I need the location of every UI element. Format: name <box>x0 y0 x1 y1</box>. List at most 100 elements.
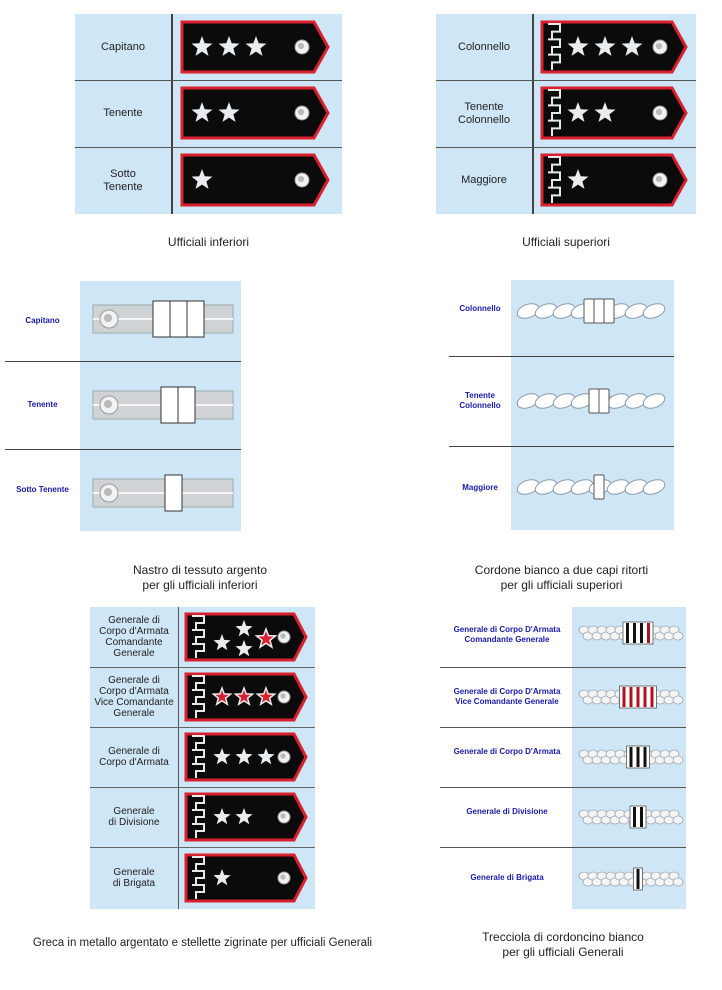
rank-row: Generale di Corpo D'Armata Comandante Ge… <box>440 607 686 668</box>
star-icon <box>621 36 643 56</box>
greca-icon <box>192 856 205 899</box>
star-icon <box>213 808 231 825</box>
greca-segment <box>548 23 561 40</box>
rank-label: Capitano <box>100 40 146 53</box>
button-emblem <box>280 874 286 880</box>
button-emblem <box>103 313 113 323</box>
rank-row: Tenente Colonnello <box>436 80 696 148</box>
rank-label: Colonnello <box>458 40 510 53</box>
rank-label: Generale di Corpo D'Armata <box>453 747 561 756</box>
rank-row: Tenente <box>75 80 342 148</box>
epaulette-vice-comandante <box>184 672 308 722</box>
star-icon <box>218 36 240 56</box>
star-icon <box>191 102 213 122</box>
braid-band <box>650 687 654 707</box>
braid-comandante-generale <box>578 621 684 645</box>
star-icon <box>213 748 231 765</box>
greca-segment <box>192 735 205 750</box>
braid-band <box>629 747 633 767</box>
braid-band <box>647 623 650 643</box>
braid-cord <box>578 871 684 887</box>
braid-band <box>636 869 640 889</box>
star-icon <box>245 36 267 56</box>
rank-row: Colonnello <box>436 14 696 81</box>
ribbon-band <box>186 300 205 338</box>
greca-segment <box>192 795 205 810</box>
braid-band <box>636 747 640 767</box>
braid-corpo-armata <box>578 745 684 769</box>
panel-cordone: Colonnello Tenente Colonnello Maggiore <box>449 280 674 530</box>
epaulette-board <box>540 153 688 207</box>
rank-label: Tenente <box>103 107 143 119</box>
rank-row: Capitano <box>5 281 241 362</box>
star-icon <box>191 169 213 189</box>
greca-segment <box>192 675 205 690</box>
cord-twist <box>642 303 666 319</box>
braid-band <box>629 687 633 707</box>
rank-label: Generale di Brigata <box>470 873 544 882</box>
rank-label: Generale di Corpo d'Armata Comandante Ge… <box>99 615 169 659</box>
cord-twist <box>642 393 666 409</box>
cord-maggiore <box>516 474 666 500</box>
greca-segment <box>548 156 561 173</box>
braid-brigata <box>578 867 684 891</box>
rank-label: Maggiore <box>461 174 507 186</box>
rank-row: Generale di Corpo d'Armata <box>90 727 315 788</box>
button-emblem <box>280 753 286 759</box>
panel-generali: Generale di Corpo d'Armata Comandante Ge… <box>90 607 315 909</box>
button-emblem <box>280 633 286 639</box>
braid-vice-comandante <box>578 685 684 709</box>
epaulette-corpo-armata <box>184 732 308 782</box>
ribbon-tenente <box>92 386 234 424</box>
rank-row: Colonnello <box>449 280 674 357</box>
button-emblem <box>655 175 663 183</box>
star-icon <box>213 869 231 886</box>
greca-icon <box>192 675 205 718</box>
red-star-icon <box>233 685 255 707</box>
rank-label: Sotto Tenente <box>103 167 143 193</box>
caption-generali: Greca in metallo argentato e stellette z… <box>32 937 373 949</box>
panel-nastro: Capitano Tenente Sotto Tenente <box>5 281 241 531</box>
rank-row: Generale di Brigata <box>440 847 686 909</box>
star-icon <box>257 748 275 765</box>
rank-label: Generale di Divisione <box>466 807 548 816</box>
button-emblem <box>655 42 663 50</box>
cord-band <box>603 298 615 324</box>
braid-loop <box>672 631 684 641</box>
braid-wrap <box>629 805 647 829</box>
ribbon-sotto-tenente <box>92 474 234 512</box>
star-icon <box>594 36 616 56</box>
label-column <box>440 607 572 909</box>
braid-loop <box>672 815 684 825</box>
rank-row: Maggiore <box>449 446 674 530</box>
cord-colonnello <box>516 298 666 324</box>
braid-band <box>622 687 626 707</box>
braid-band <box>626 623 629 643</box>
rank-row: Generale di Corpo d'Armata Comandante Ge… <box>90 607 315 668</box>
epaulette-divisione <box>184 792 308 842</box>
greca-segment <box>548 186 561 203</box>
greca-segment <box>548 53 561 70</box>
greca-segment <box>192 749 205 764</box>
braid-band <box>643 687 647 707</box>
ribbon-band <box>160 386 179 424</box>
epaulette-board <box>180 86 330 140</box>
caption-ufficiali-inferiori: Ufficiali inferiori <box>167 235 250 249</box>
cord-band <box>593 474 605 500</box>
greca-segment <box>192 870 205 885</box>
rank-row: Maggiore <box>436 147 696 214</box>
rank-row: Generale di Corpo D'Armata <box>440 727 686 788</box>
twisted-cord <box>516 393 666 409</box>
braid-band <box>640 623 643 643</box>
epaulette-capitano <box>180 20 330 74</box>
braid-divisione <box>578 805 684 829</box>
epaulette-tenente <box>180 86 330 140</box>
red-star-icon <box>211 685 233 707</box>
greca-segment <box>192 643 205 658</box>
rank-label: Sotto Tenente <box>16 485 69 494</box>
cord-tenente-colonnello <box>516 388 666 414</box>
greca-segment <box>192 809 205 824</box>
greca-segment <box>548 171 561 188</box>
rank-label: Generale di Corpo d'Armata <box>99 746 169 768</box>
panel-ufficiali-superiori: Colonnello Tenente Colonnello Maggiore <box>436 14 696 214</box>
